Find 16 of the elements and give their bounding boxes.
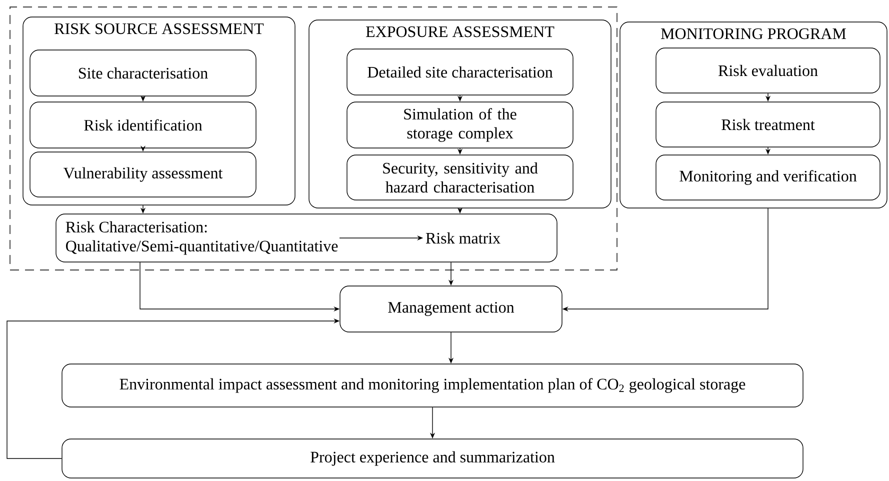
process-box: Risk identification <box>30 102 256 148</box>
process-box: Management action <box>340 286 562 332</box>
process-box: Vulnerability assessment <box>30 152 256 198</box>
process-box: Risk evaluation <box>656 48 880 94</box>
process-box: Detailed site characterisation <box>346 48 574 96</box>
text-label: Risk Characterisation: Qualitative/Semi-quantitative/Quantitative <box>66 221 338 255</box>
dashed-frame <box>10 6 618 270</box>
process-box: Security, sensitivity and hazard characterisation <box>346 154 574 200</box>
process-box: Project experience and summarization <box>62 438 804 478</box>
text-label: Risk matrix <box>426 232 500 244</box>
process-box: Risk treatment <box>656 102 880 148</box>
process-box <box>56 214 558 262</box>
process-box: Environmental impact assessment and monitoring implementation plan of CO$_{2}$ geological storage <box>62 364 804 408</box>
process-box: Site characterisation <box>30 50 256 96</box>
process-box: Simulation of the storage complex <box>346 102 574 148</box>
process-box: Monitoring and verification <box>656 154 880 200</box>
